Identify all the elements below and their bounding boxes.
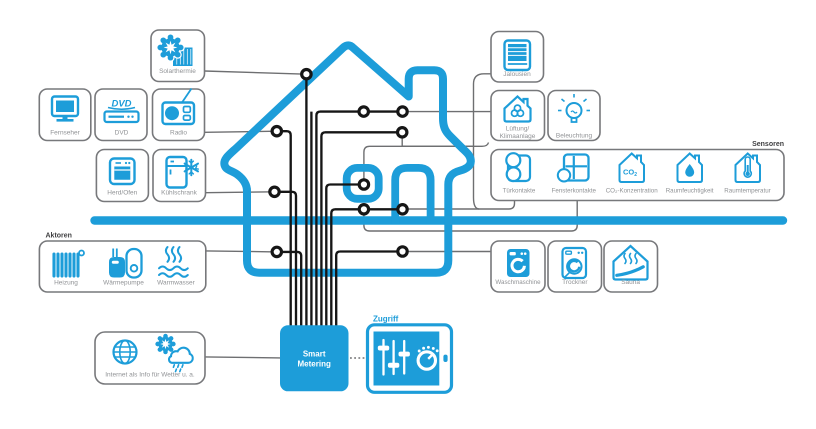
svg-text:Sensoren: Sensoren [752, 141, 784, 148]
svg-text:Sauna: Sauna [621, 279, 640, 286]
svg-text:Klimaanlage: Klimaanlage [500, 133, 536, 140]
svg-text:Raumfeuchtigkeit: Raumfeuchtigkeit [666, 188, 714, 195]
svg-text:Wärmepumpe: Wärmepumpe [103, 280, 144, 287]
svg-text:Raumtemperatur: Raumtemperatur [724, 188, 770, 195]
svg-text:CO2: CO2 [623, 168, 637, 179]
svg-text:Solarthermie: Solarthermie [159, 68, 196, 75]
svg-text:Türkontakte: Türkontakte [503, 188, 536, 195]
svg-text:Herd/Ofen: Herd/Ofen [107, 190, 137, 197]
svg-text:Radio: Radio [170, 130, 187, 137]
svg-text:Zugriff: Zugriff [373, 315, 399, 324]
svg-text:Smart: Smart [303, 350, 326, 359]
svg-text:Trockner: Trockner [562, 279, 588, 286]
svg-text:Internet als Info für Wetter u: Internet als Info für Wetter u. a. [105, 372, 195, 379]
svg-text:Heizung: Heizung [54, 280, 78, 287]
svg-text:Fernseher: Fernseher [50, 130, 80, 137]
svg-text:Waschmaschine: Waschmaschine [495, 279, 541, 286]
svg-text:Warmwasser: Warmwasser [157, 280, 196, 287]
svg-text:DVD: DVD [115, 130, 129, 137]
svg-text:DVD: DVD [111, 99, 131, 110]
svg-text:Lüftung/: Lüftung/ [506, 126, 530, 133]
svg-text:Beleuchtung: Beleuchtung [556, 133, 593, 140]
svg-text:Metering: Metering [298, 360, 331, 369]
svg-text:Kühlschrank: Kühlschrank [161, 190, 198, 197]
svg-text:Fensterkontakte: Fensterkontakte [552, 188, 597, 195]
svg-text:Jalousien: Jalousien [503, 71, 531, 78]
svg-text:Aktoren: Aktoren [46, 233, 72, 240]
svg-text:CO₂-Konzentration: CO₂-Konzentration [606, 188, 658, 195]
